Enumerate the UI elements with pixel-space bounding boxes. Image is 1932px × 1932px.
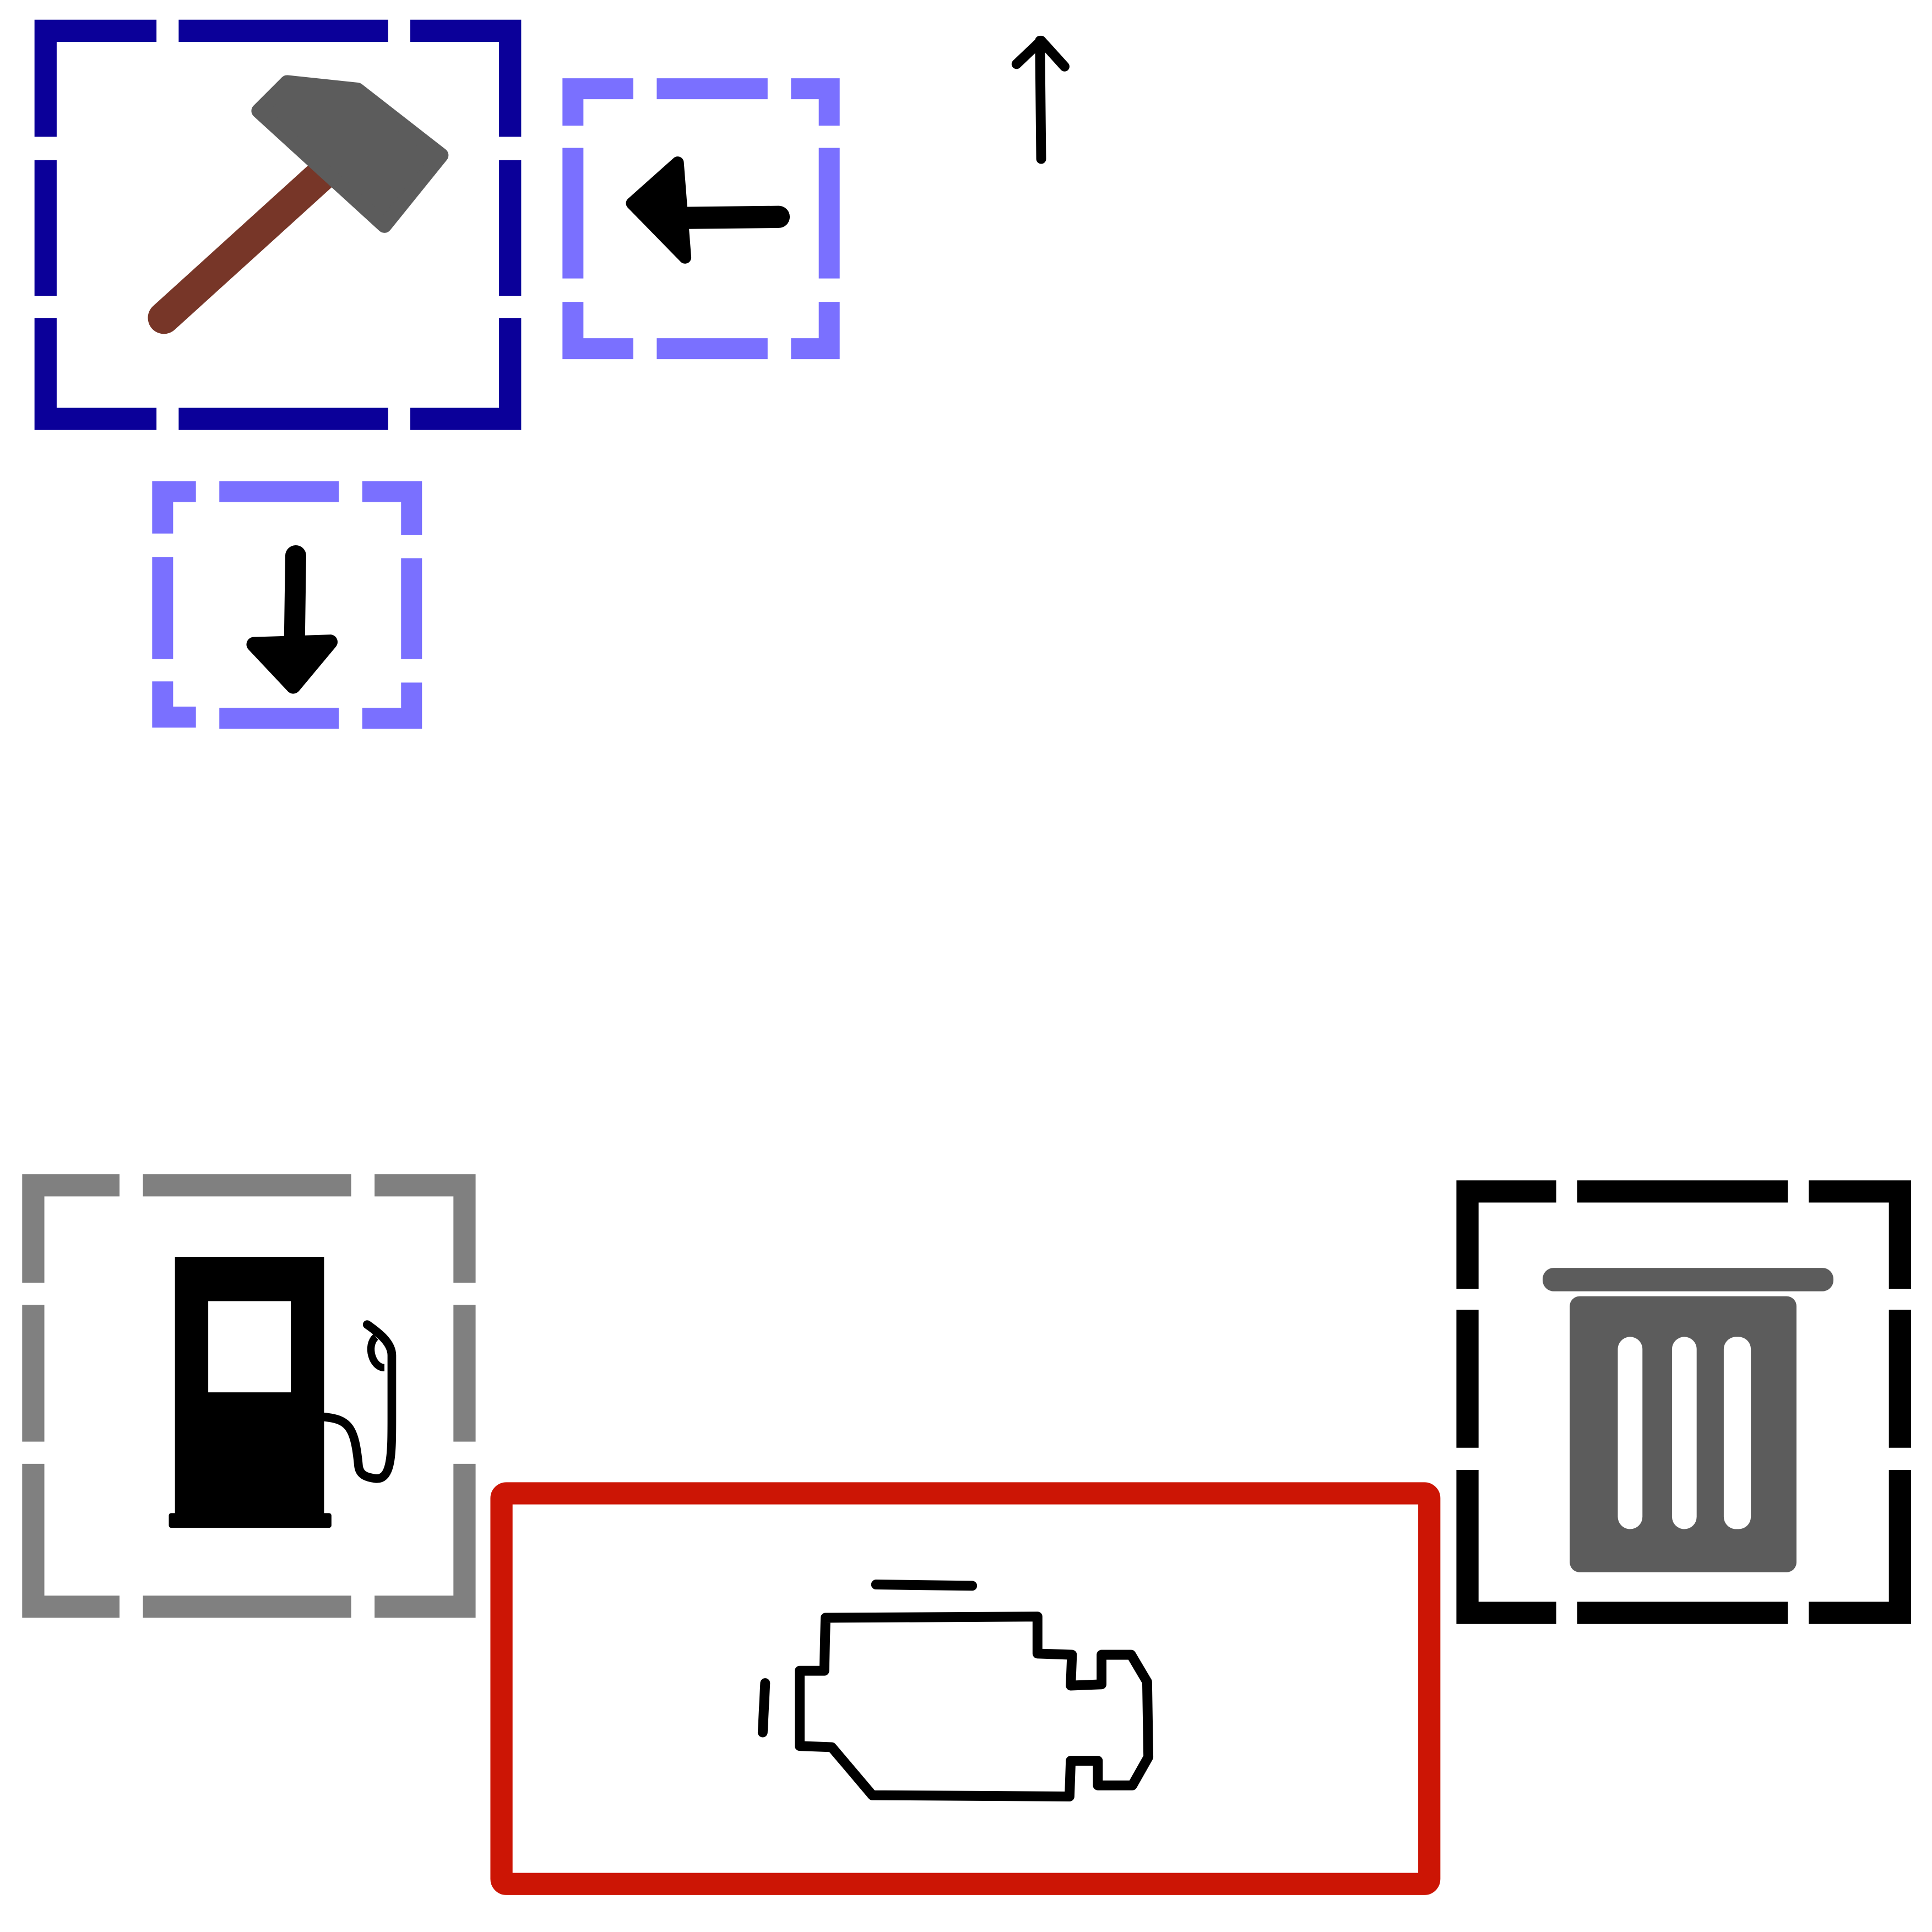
- trash-can-frame: [1456, 1180, 1911, 1624]
- arrow-left-tile: [562, 78, 840, 360]
- trash-can-tile: [1456, 1180, 1911, 1624]
- arrow-down-icon: [246, 545, 338, 694]
- arrow-down-frame: [152, 481, 422, 729]
- hammer-tile: [34, 19, 522, 430]
- fuel-pump-icon: [169, 1256, 397, 1528]
- arrow-up-icon: [1011, 35, 1070, 164]
- fuel-pump-tile: [22, 1174, 476, 1618]
- engine-tile: [490, 1482, 1441, 1895]
- fuel-pump-frame: [22, 1174, 476, 1618]
- hammer-icon: [148, 75, 449, 334]
- engine-frame: [490, 1482, 1441, 1895]
- trash-can-icon: [1543, 1268, 1834, 1572]
- engine-icon: [757, 1580, 1154, 1801]
- arrow-left-icon: [626, 156, 790, 264]
- arrow-down-tile: [152, 481, 422, 729]
- arrow-left-frame: [562, 78, 840, 360]
- hammer-frame: [34, 19, 522, 430]
